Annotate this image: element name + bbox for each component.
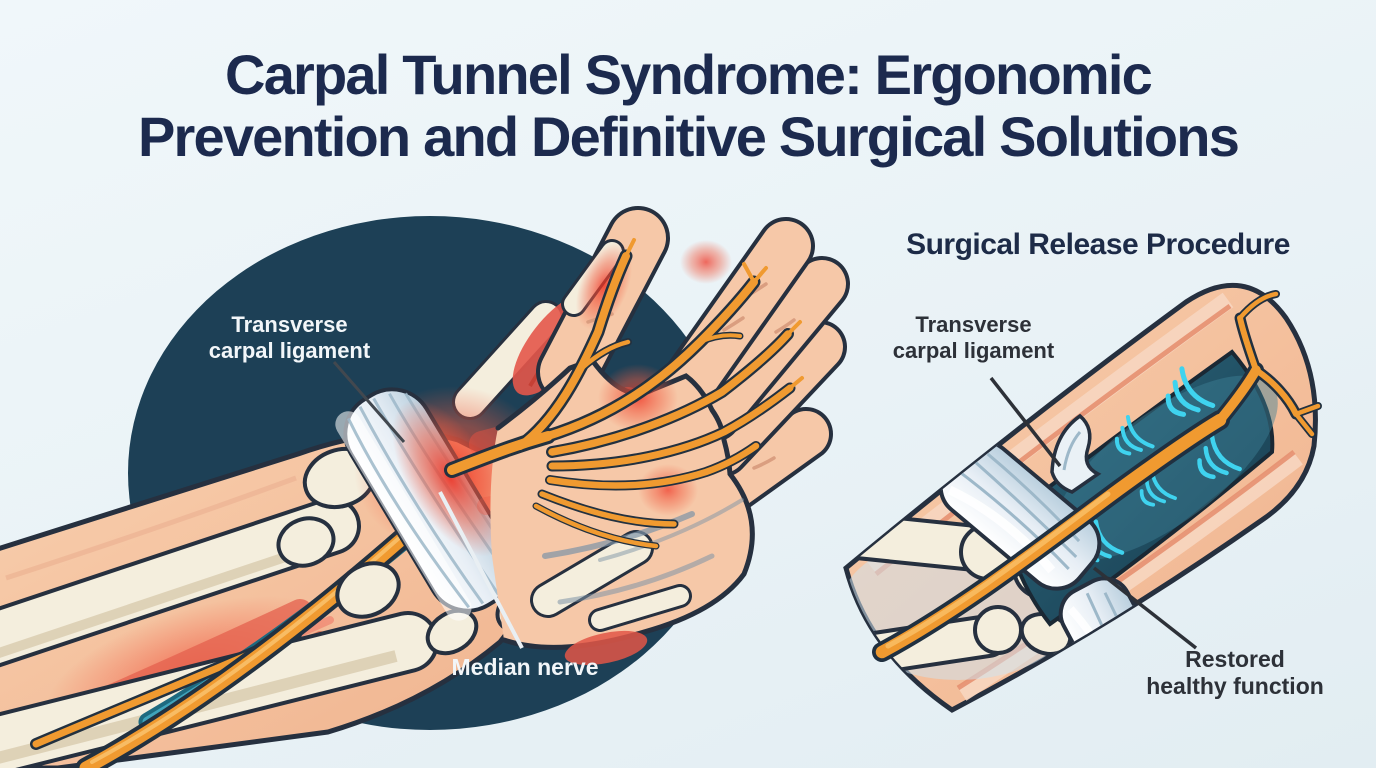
leader-line-median-nerve	[438, 491, 524, 649]
label-transverse-carpal-ligament-right: Transverse carpal ligament	[892, 312, 1055, 363]
median-nerve-branches	[444, 238, 804, 550]
page-title-line-1: Carpal Tunnel Syndrome: Ergonomic	[225, 43, 1153, 106]
leader-line-restored-function	[1092, 566, 1198, 650]
forearm-graphic	[0, 430, 573, 768]
compressed-nerve-glow	[392, 399, 508, 557]
label-median-nerve: Median nerve	[451, 654, 599, 680]
page-title: Carpal Tunnel Syndrome: Ergonomic Preven…	[0, 44, 1376, 168]
palm-inflammation-spots	[575, 240, 732, 516]
label-transverse-carpal-ligament-left: Transverse carpal ligament	[208, 312, 371, 363]
left-illustration-carpal-tunnel	[0, 206, 850, 768]
right-panel-heading: Surgical Release Procedure	[906, 228, 1290, 261]
palm-bones	[530, 530, 692, 632]
median-nerve-trunk	[30, 505, 439, 768]
median-nerve-released	[872, 290, 1322, 662]
label-restored-healthy-function: Restored healthy function	[1146, 646, 1324, 699]
leader-line-transverse-ligament-right	[989, 376, 1062, 468]
leader-line-transverse-ligament-left	[332, 361, 406, 443]
page-title-line-2: Prevention and Definitive Surgical Solut…	[137, 105, 1240, 168]
